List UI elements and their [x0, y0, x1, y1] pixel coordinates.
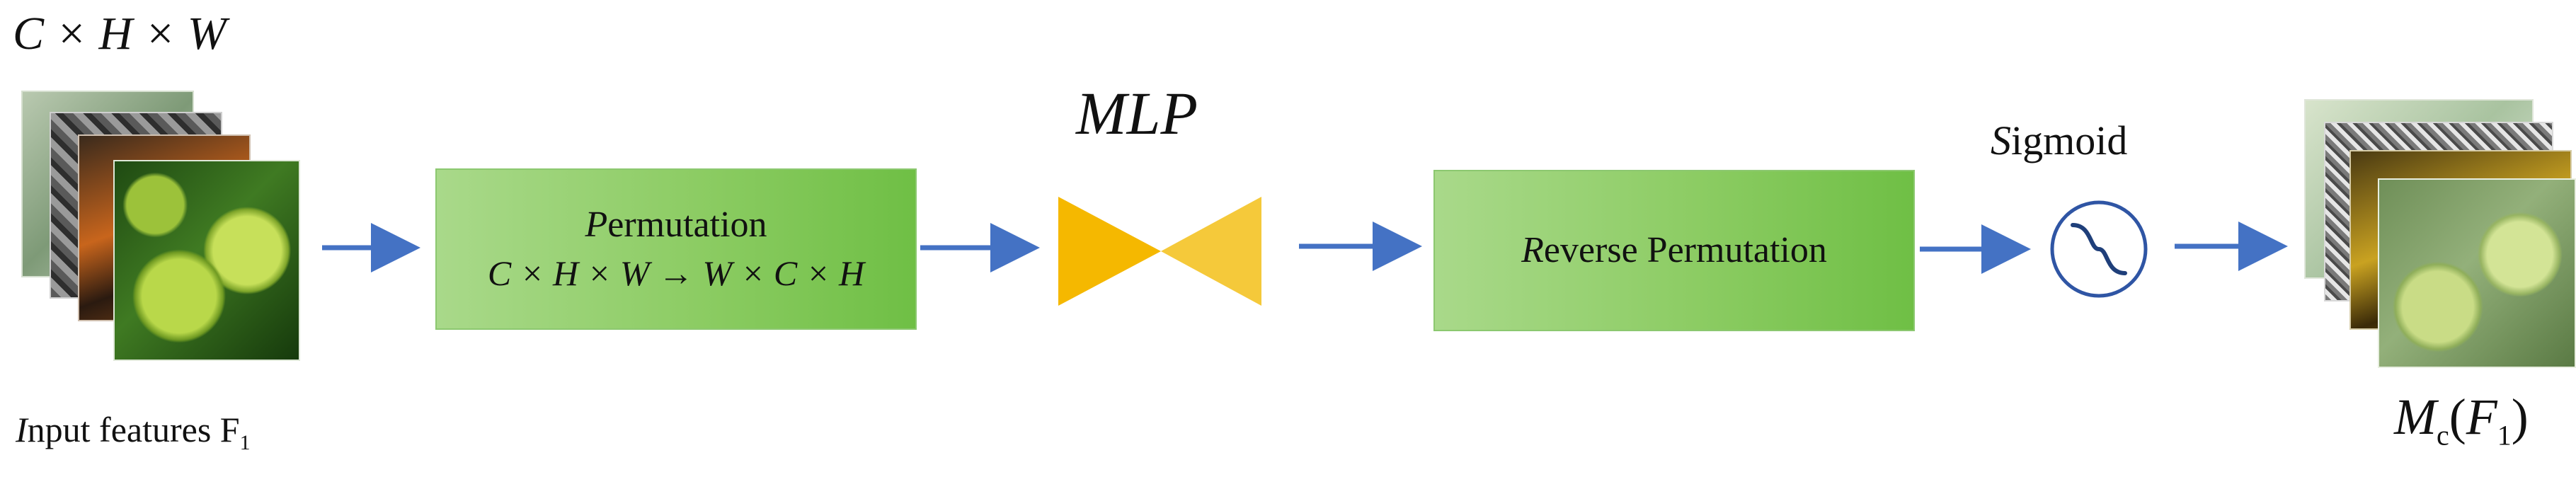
- mlp-bowtie-icon: [1058, 197, 1261, 306]
- permutation-block: Permutation C × H × W → W × C × H: [435, 168, 917, 330]
- input-features-caption: Input features F1: [16, 410, 251, 454]
- permutation-formula: C × H × W → W × C × H: [487, 253, 865, 294]
- output-feature-stack: [2304, 99, 2576, 382]
- output-label: Mc((FF1): [2394, 389, 2529, 452]
- mlp-label: MLP: [1076, 79, 1198, 147]
- input-dims-label: C × H × W: [13, 8, 227, 59]
- permutation-title: Permutation: [585, 205, 767, 246]
- sigmoid-icon: [2050, 200, 2148, 298]
- output-feature-map-4: [2378, 178, 2576, 368]
- reverse-permutation-title: Reverse Permutation: [1521, 229, 1827, 270]
- reverse-permutation-block: Reverse Permutation: [1433, 170, 1915, 331]
- input-feature-stack: [21, 85, 319, 375]
- sigmoid-label: Sigmoid: [1991, 117, 2128, 163]
- input-feature-map-4: [113, 160, 300, 361]
